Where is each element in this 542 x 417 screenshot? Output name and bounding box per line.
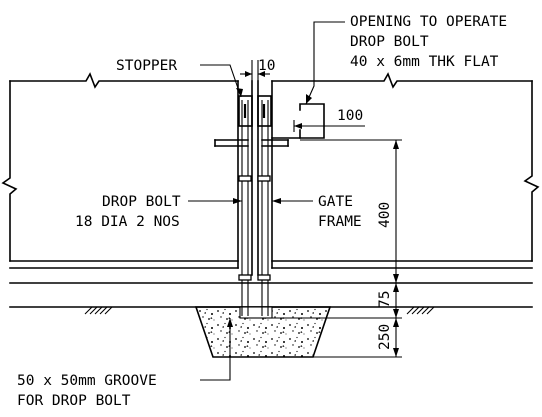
left-lower-bolt-guide <box>238 274 252 281</box>
right-upper-bolt-guide <box>257 175 271 182</box>
drop-bolt-arrow <box>233 198 242 204</box>
gate-frame-arrow <box>272 198 281 204</box>
dimensions <box>240 60 402 358</box>
gap-dim-arrow-left <box>245 71 252 77</box>
right-stopper <box>257 95 272 127</box>
drop-bolt-label-line2: 18 DIA 2 NOS <box>75 214 180 230</box>
groove-label-line2: FOR DROP BOLT <box>17 393 131 409</box>
bolt-height-arrow-bottom <box>393 274 399 283</box>
concrete-depth-arrow-top <box>393 318 399 327</box>
drop-bolt-label-line1: DROP BOLT <box>102 194 181 210</box>
leaders <box>188 21 345 381</box>
right-side-break-line <box>523 80 540 262</box>
left-upper-bolt-guide <box>238 175 252 182</box>
concrete-footing <box>194 306 332 358</box>
offset-dimension-text: 100 <box>337 108 363 124</box>
groove-leader <box>200 318 231 381</box>
groove-label-line1: 50 x 50mm GROOVE <box>17 373 157 389</box>
left-panel-top-break-line <box>9 72 239 89</box>
text-labels: STOPPER 10 OPENING TO OPERATE DROP BOLT … <box>17 14 507 409</box>
stopper-label: STOPPER <box>116 58 177 74</box>
groove-arrow <box>227 318 233 327</box>
gate-panels <box>1 72 540 269</box>
opening-label-line2: DROP BOLT <box>350 34 429 50</box>
stopper-leader <box>200 64 242 98</box>
left-side-break-line <box>1 80 18 262</box>
left-ground-hatch <box>84 306 113 315</box>
opening-label-line1: OPENING TO OPERATE <box>350 14 507 30</box>
operating-handles <box>214 103 325 147</box>
frame-depth-dimension-text: 75 <box>377 291 393 308</box>
gate-frame-label-line1: GATE <box>318 194 353 210</box>
gate-frame-label-line2: FRAME <box>318 214 362 230</box>
gap-dimension-text: 10 <box>258 58 275 74</box>
drop-bolts <box>238 95 272 316</box>
concrete-depth-arrow-bottom <box>393 348 399 357</box>
right-ground-hatch <box>406 306 435 315</box>
right-panel-top-break-line <box>271 72 533 89</box>
drop-bolt-groove <box>239 306 273 319</box>
opening-arrow <box>306 94 312 104</box>
bolt-height-arrow-top <box>393 140 399 149</box>
opening-label-line3: 40 x 6mm THK FLAT <box>350 54 499 70</box>
frame-depth-arrow-top <box>393 283 399 292</box>
left-stopper <box>238 95 253 127</box>
concrete-depth-dimension-text: 250 <box>377 324 393 350</box>
right-lower-bolt-guide <box>257 274 271 281</box>
opening-flat-bracket <box>299 103 325 139</box>
gap-dim-arrow-right <box>258 71 265 77</box>
ground-hatches <box>84 306 435 315</box>
stopper-arrow <box>236 88 243 97</box>
frame-depth-arrow-bottom <box>393 309 399 318</box>
offset-dim-arrow <box>294 123 302 129</box>
bolt-height-dimension-text: 400 <box>377 202 393 228</box>
opening-leader <box>305 21 345 105</box>
